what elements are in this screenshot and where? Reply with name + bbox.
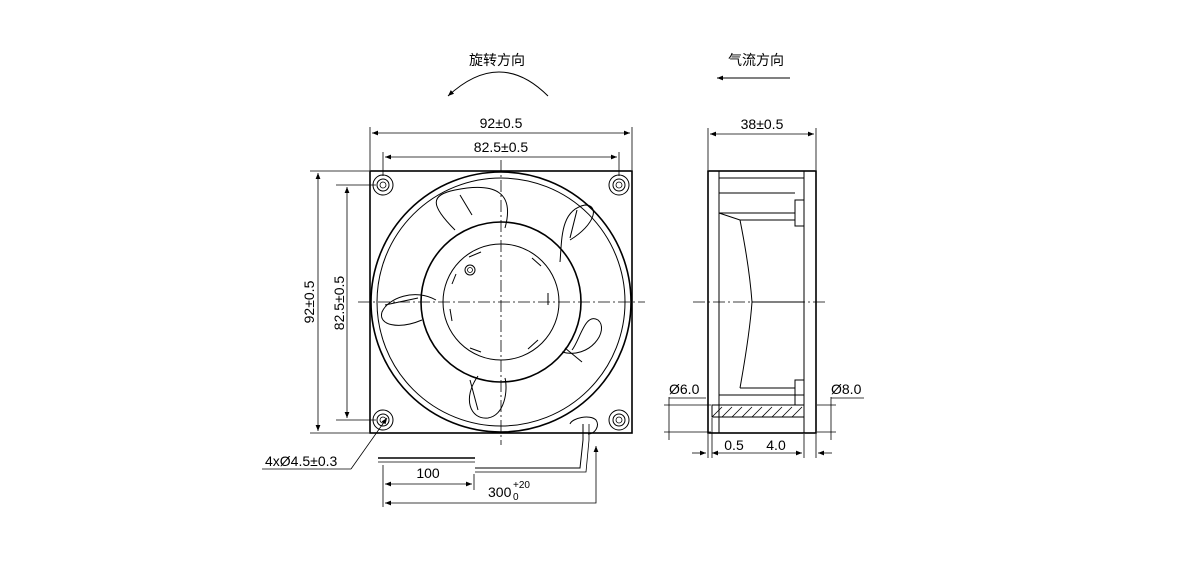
mounting-hole-bottom-right xyxy=(608,409,630,431)
side-dimensions: 38±0.5 Ø6.0 Ø8.0 0.5 4.0 xyxy=(664,116,864,458)
side-inner-dia-label: Ø6.0 xyxy=(669,381,700,397)
rotation-direction-label: 旋转方向 xyxy=(469,53,525,69)
fan-blades xyxy=(381,186,603,419)
lead-length-lower-tol: 0 xyxy=(513,492,519,503)
mounting-holes-label: 4xØ4.5±0.3 xyxy=(265,453,337,469)
front-width-label: 92±0.5 xyxy=(480,115,523,131)
hub-slots xyxy=(449,251,549,353)
rotation-arrow-icon xyxy=(447,71,549,97)
front-height-label: 92±0.5 xyxy=(301,280,317,323)
flange-hatching xyxy=(711,406,803,418)
mounting-hole-top-right xyxy=(608,174,630,196)
side-flange xyxy=(711,404,805,418)
cable-outlet xyxy=(475,424,584,469)
front-dimensions: 92±0.5 82.5±0.5 92±0.5 82.5±0.5 4xØ4.5±0… xyxy=(262,115,633,470)
cable-grommet xyxy=(569,416,598,435)
lead-length-upper-tol: +20 xyxy=(513,480,530,491)
lead-wire-dimensions: 100 300 +20 0 xyxy=(378,446,599,507)
lead-length-label: 300 xyxy=(488,484,512,500)
rotation-direction-indicator: 旋转方向 xyxy=(447,53,549,97)
side-depth-label: 38±0.5 xyxy=(741,116,784,132)
side-outer-dia-label: Ø8.0 xyxy=(831,381,862,397)
side-flange-thickness-label: 0.5 xyxy=(724,437,744,453)
side-view xyxy=(693,170,828,434)
front-hole-spacing-v-label: 82.5±0.5 xyxy=(331,276,347,331)
lead-strip-length-label: 100 xyxy=(416,465,440,481)
front-view xyxy=(358,160,645,473)
hub-rivet xyxy=(464,264,476,276)
side-flange-width-label: 4.0 xyxy=(766,437,786,453)
front-hole-spacing-h-label: 82.5±0.5 xyxy=(474,139,529,155)
airflow-direction-indicator: 气流方向 xyxy=(717,53,790,81)
airflow-direction-label: 气流方向 xyxy=(728,53,784,69)
